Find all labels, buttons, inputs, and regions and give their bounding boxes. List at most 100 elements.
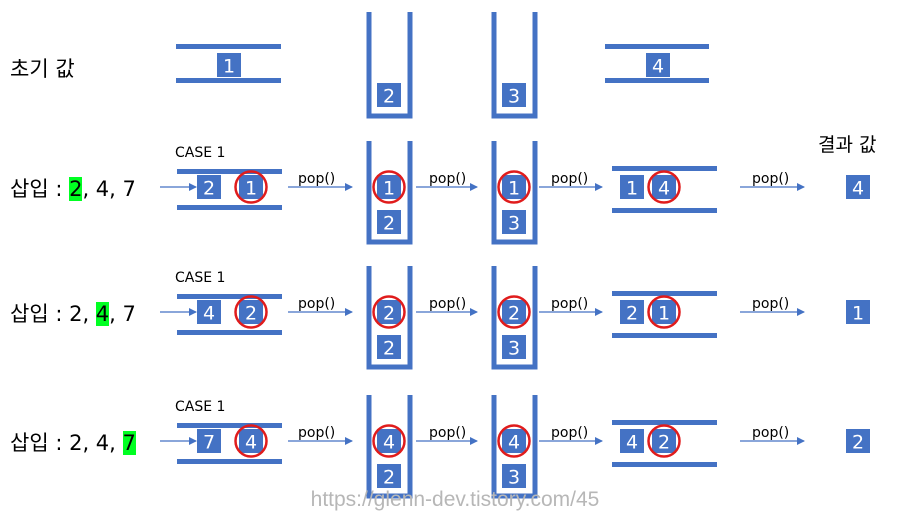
highlight-circle	[234, 295, 268, 329]
queue-top-wall	[612, 420, 717, 425]
queue-top-wall	[612, 166, 717, 171]
stack-container	[366, 395, 413, 499]
value-box-text: 2	[383, 467, 395, 489]
value-box	[846, 175, 870, 199]
value-box	[502, 83, 526, 107]
highlight-circle	[234, 170, 268, 204]
value-box	[217, 53, 241, 77]
queue-bottom-wall	[612, 462, 717, 467]
value-box	[846, 429, 870, 453]
pop-label: pop()	[752, 171, 790, 187]
value-box-text: 3	[508, 213, 520, 235]
queue-bottom-wall	[177, 459, 282, 464]
value-box-text: 1	[223, 56, 235, 78]
insert-label: 삽입 : 2, 4, 7	[10, 173, 136, 203]
value-box	[239, 429, 263, 453]
stack-container	[366, 266, 413, 370]
value-box	[239, 300, 263, 324]
value-box	[502, 429, 526, 453]
value-box-text: 3	[508, 86, 520, 108]
value-box	[239, 175, 263, 199]
value-box	[377, 464, 401, 488]
value-box-text: 2	[508, 303, 520, 325]
case-label: CASE 1	[175, 145, 226, 161]
value-box-text: 1	[245, 178, 257, 200]
value-box	[502, 210, 526, 234]
stack3-top-box: 1	[502, 175, 526, 200]
queue-bottom-wall	[612, 208, 717, 213]
value-box-text: 4	[652, 56, 664, 78]
initial-queue-1-box: 1	[217, 53, 241, 78]
value-box	[502, 300, 526, 324]
value-box	[502, 464, 526, 488]
value-box-text: 2	[852, 432, 864, 454]
insert-label-before: 2, 4,	[69, 431, 123, 455]
stage4-back-box: 1	[620, 175, 644, 200]
queue-bottom-wall	[612, 333, 717, 338]
result-values-title: 결과 값	[818, 134, 877, 156]
value-box	[377, 335, 401, 359]
value-box-text: 2	[383, 213, 395, 235]
value-box-text: 1	[658, 303, 670, 325]
insert-label: 삽입 : 2, 4, 7	[10, 427, 136, 457]
pop-label: pop()	[752, 296, 790, 312]
insert-label-prefix: 삽입 :	[10, 177, 70, 201]
highlight-circle	[497, 295, 531, 329]
queue-top-wall	[605, 44, 709, 49]
insert-current-value: 2	[69, 177, 83, 201]
pop-label: pop()	[298, 171, 336, 187]
value-box	[377, 300, 401, 324]
value-box-text: 1	[852, 303, 864, 325]
insert-label-after: , 7	[109, 302, 136, 326]
stack3-bottom-box: 3	[502, 210, 526, 235]
result-box: 1	[846, 300, 870, 325]
stage1-back-box: 2	[197, 175, 221, 200]
value-box-text: 4	[383, 432, 395, 454]
stack-container	[491, 266, 538, 370]
stack-container	[491, 12, 538, 119]
queue-top-wall	[177, 169, 282, 174]
value-box-text: 4	[203, 303, 215, 325]
value-box-text: 2	[245, 303, 257, 325]
value-box	[377, 210, 401, 234]
highlight-circle	[647, 424, 681, 458]
value-box	[620, 300, 644, 324]
stage1-back-box: 7	[197, 429, 221, 454]
stack3-top-box: 4	[502, 429, 526, 454]
value-box	[197, 429, 221, 453]
highlight-circle	[372, 424, 406, 458]
value-box-text: 1	[383, 178, 395, 200]
value-box-text: 2	[383, 338, 395, 360]
result-box: 2	[846, 429, 870, 454]
value-box-text: 1	[626, 178, 638, 200]
stack2-top-box: 1	[377, 175, 401, 200]
value-box	[646, 53, 670, 77]
value-box	[652, 175, 676, 199]
stack-container	[491, 395, 538, 499]
highlight-circle	[497, 424, 531, 458]
value-box	[377, 175, 401, 199]
highlight-circle	[234, 424, 268, 458]
case-label: CASE 1	[175, 270, 226, 286]
value-box	[197, 300, 221, 324]
value-box-text: 3	[508, 467, 520, 489]
queue-top-wall	[176, 44, 281, 49]
stack3-bottom-box: 3	[502, 335, 526, 360]
insert-label-before: 2,	[69, 302, 96, 326]
value-box-text: 3	[508, 338, 520, 360]
value-box-text: 4	[626, 432, 638, 454]
value-box	[652, 429, 676, 453]
value-box	[846, 300, 870, 324]
value-box	[197, 175, 221, 199]
pop-label: pop()	[551, 171, 589, 187]
highlight-circle	[372, 170, 406, 204]
value-box	[377, 429, 401, 453]
stack3-bottom-box: 3	[502, 464, 526, 489]
value-box-text: 4	[852, 178, 864, 200]
value-box	[377, 83, 401, 107]
watermark-url: https://glenn-dev.tistory.com/45	[310, 488, 600, 511]
stack-container	[366, 12, 413, 119]
queue-bottom-wall	[176, 78, 281, 83]
stage1-front-box: 4	[239, 429, 263, 454]
